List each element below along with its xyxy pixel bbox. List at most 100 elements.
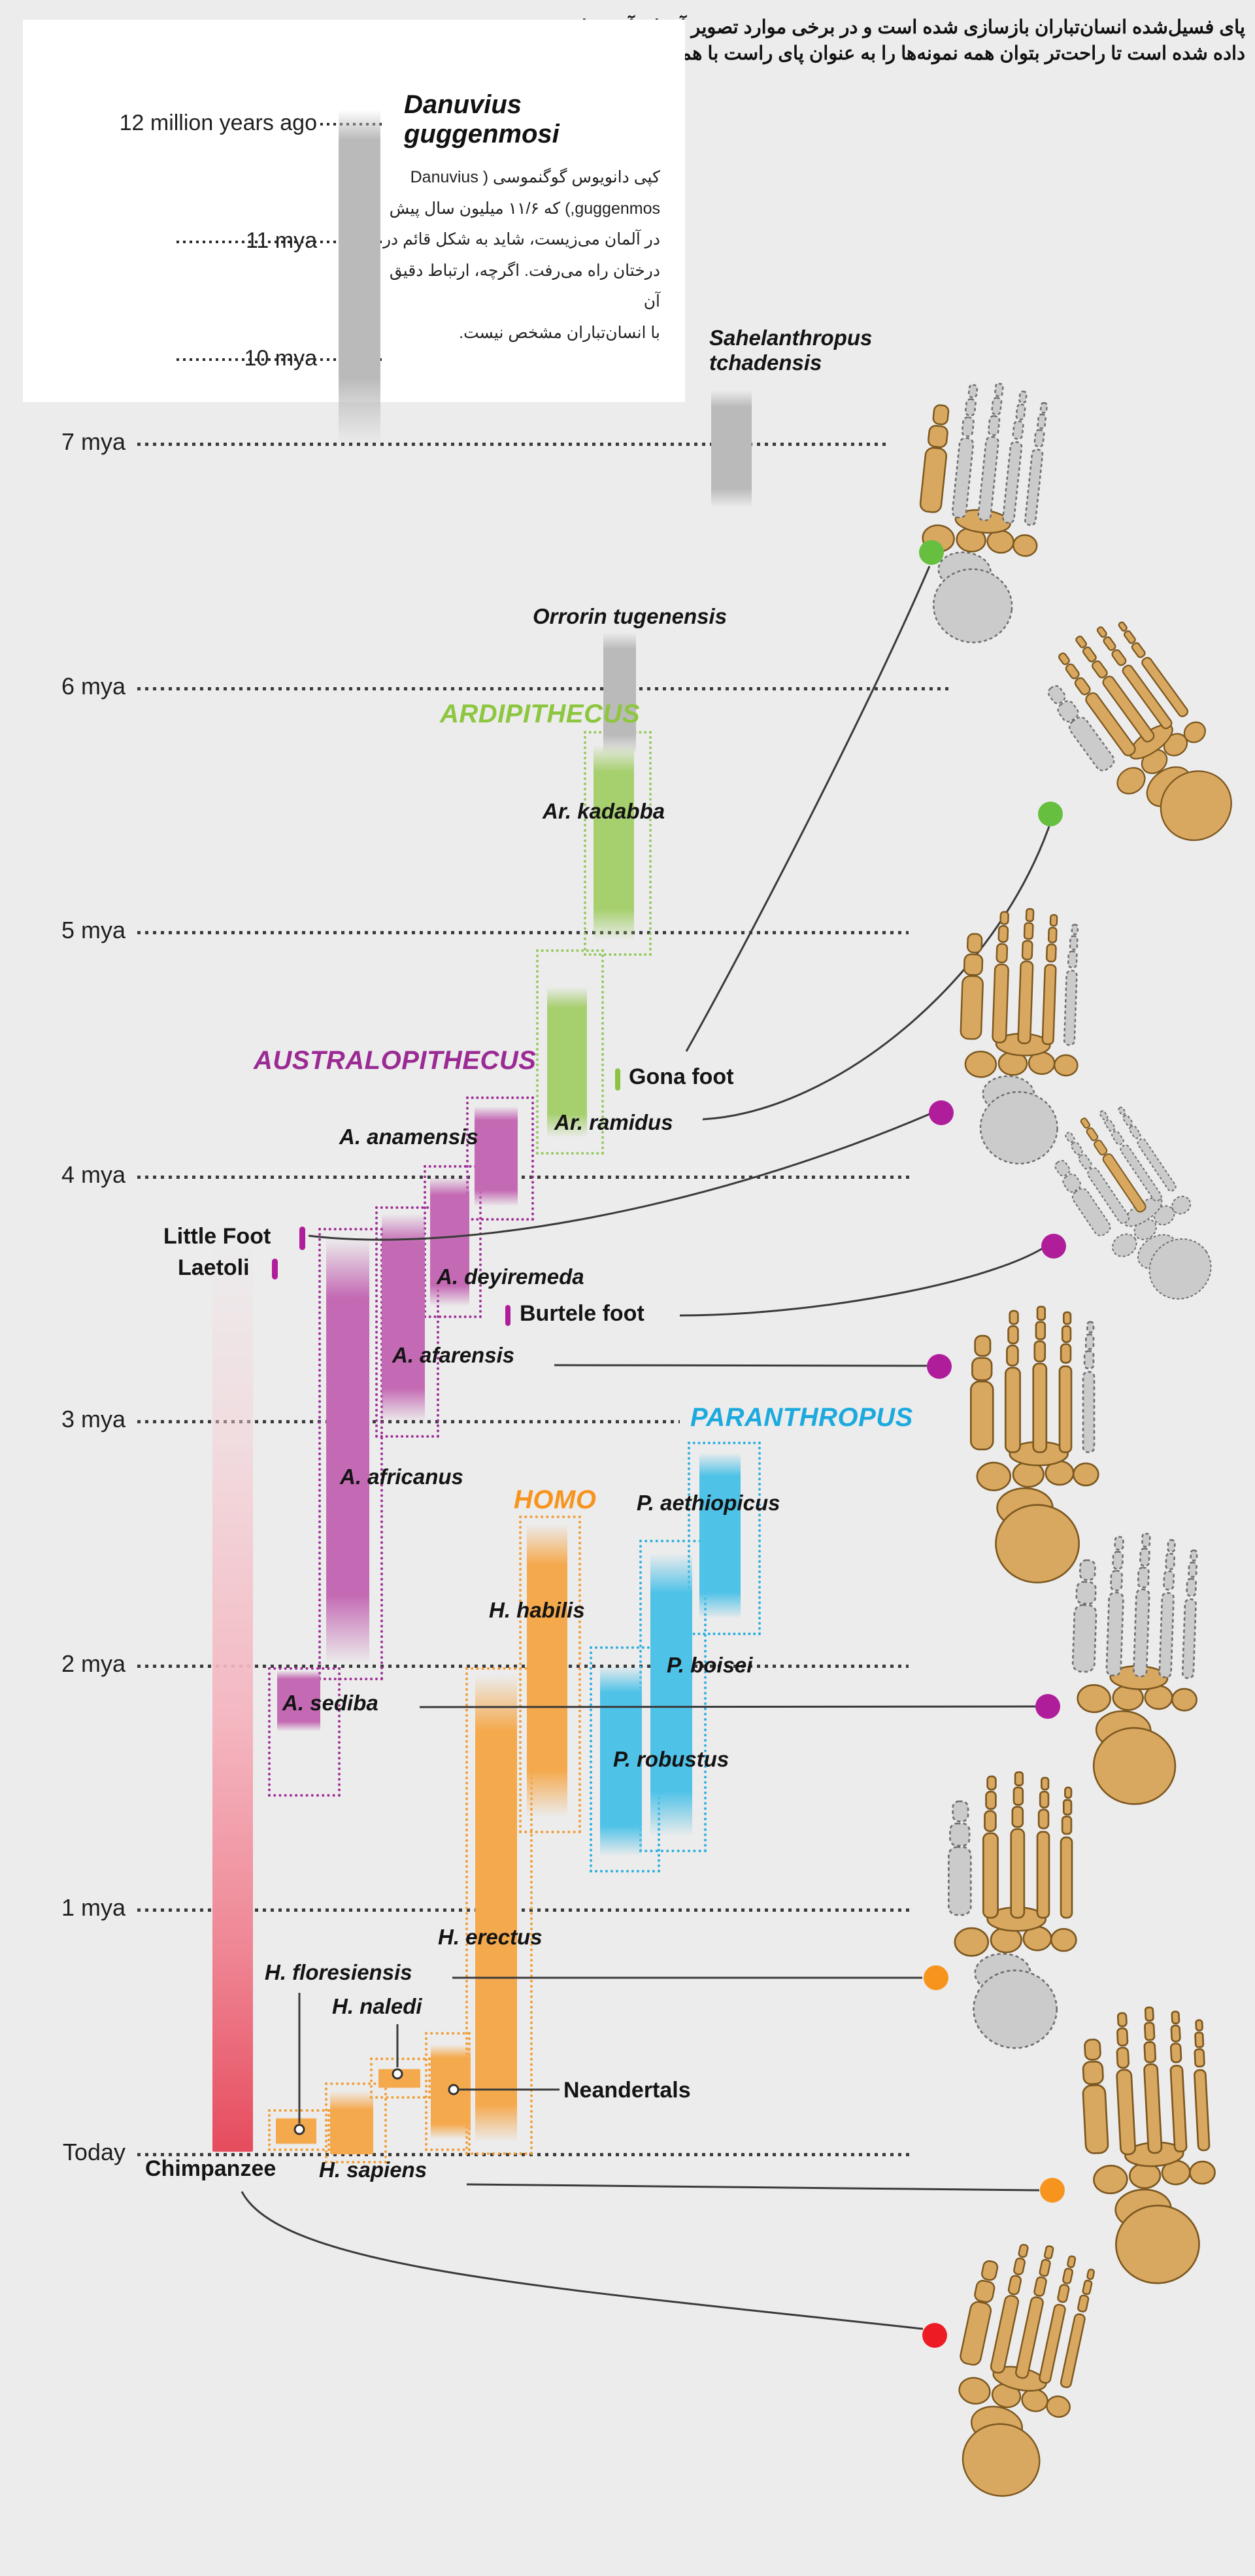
foot-dot-d1	[919, 540, 944, 565]
timeline-gridline	[137, 1176, 910, 1179]
fossil-site-tick-littlefoot	[299, 1227, 305, 1250]
label-connector-line	[308, 1113, 930, 1241]
foot-dot-d7	[924, 1965, 948, 1990]
label-connector-line	[685, 566, 931, 1052]
timeline-gridline	[137, 443, 889, 446]
foot-dot-d6	[1035, 1694, 1060, 1719]
foot-skeleton-illustration-f8	[1082, 2007, 1216, 2284]
species-label-floresiensis: H. floresiensis	[265, 1960, 412, 1984]
genus-label-ardipithecus: ARDIPITHECUS	[440, 700, 641, 728]
species-range-outline-naledi	[370, 2058, 431, 2099]
foot-dot-d8	[1040, 2178, 1065, 2203]
species-label-laetoli: Laetoli	[178, 1255, 250, 1280]
label-connector-line	[554, 1364, 928, 1367]
danuvius-range-bar	[339, 110, 380, 445]
inset-tick-label: 12 million years ago	[119, 110, 317, 135]
fossil-site-tick-gona	[615, 1068, 620, 1091]
inset-description-line: guggenmos,) که ۱۱/۶ میلیون سال پیش	[389, 199, 660, 218]
species-label-aethiopicus: P. aethiopicus	[637, 1491, 780, 1515]
foot-dot-d4	[1041, 1234, 1066, 1259]
foot-skeleton-illustration-f4	[1054, 1106, 1212, 1300]
species-label-robustus: P. robustus	[613, 1747, 729, 1771]
foot-skeleton-illustration-f6	[1071, 1533, 1198, 1805]
foot-skeleton-illustration-f7	[947, 1771, 1077, 2049]
species-label-sediba: A. sediba	[282, 1691, 378, 1715]
species-label-littlefoot: Little Foot	[163, 1224, 271, 1249]
species-label-deyiremeda: A. deyiremeda	[437, 1264, 584, 1289]
foot-dot-d5	[927, 1354, 952, 1379]
species-label-afarensis: A. afarensis	[392, 1343, 515, 1367]
foot-skeleton-illustration-f1	[919, 382, 1048, 643]
species-label-ramidus: Ar. ramidus	[554, 1110, 673, 1134]
caption-line-2: داده شده است تا راحت‌تر بتوان همه نمونه‌…	[578, 43, 1245, 65]
species-range-bar-orrorin	[603, 632, 636, 754]
species-range-bar-habilis	[527, 1523, 567, 1818]
leader-pin-circle	[392, 2068, 403, 2080]
species-label-anamensis: A. anamensis	[339, 1125, 478, 1149]
species-range-outline-afarensis	[375, 1206, 439, 1438]
species-range-bar-sediba	[277, 1670, 320, 1732]
species-label-orrorin: Orrorin tugenensis	[533, 604, 728, 628]
timeline-tick-label: 7 mya	[61, 428, 126, 455]
species-range-bar-boisei	[650, 1553, 692, 1837]
species-label-africanus: A. africanus	[340, 1465, 463, 1489]
species-range-outline-habilis	[519, 1516, 581, 1833]
foot-skeleton-illustrations	[919, 382, 1232, 2497]
species-range-bar-aethiopicus	[699, 1453, 741, 1619]
species-range-outline-deyiremeda	[424, 1165, 482, 1318]
species-range-bar-kadabba	[594, 744, 634, 940]
inset-title: Danuvius guggenmosi	[404, 90, 560, 148]
genus-label-paranthropus: PARANTHROPUS	[690, 1403, 913, 1432]
species-label-habilis: H. habilis	[489, 1598, 585, 1622]
species-label-burtele: Burtele foot	[520, 1301, 644, 1326]
fossil-site-tick-laetoli	[272, 1259, 278, 1280]
inset-description-line: در آلمان می‌زیست، شاید به شکل قائم در	[382, 230, 660, 248]
species-range-bar-africanus	[326, 1238, 369, 1663]
species-range-bar-ramidus	[547, 986, 587, 1138]
species-range-bar-robustus	[600, 1665, 642, 1856]
species-range-bar-afarensis	[382, 1213, 425, 1421]
species-range-bar-chimpanzee	[212, 1240, 253, 2152]
species-range-bar-sahelanthropus	[711, 390, 752, 508]
species-label-sahelanthropus: Sahelanthropus tchadensis	[709, 326, 873, 375]
species-range-outline-anamensis	[466, 1096, 534, 1221]
species-label-gona: Gona foot	[629, 1064, 734, 1089]
timeline-tick-label: 5 mya	[61, 917, 126, 944]
foot-marker-dots	[919, 540, 1066, 2348]
species-range-outline-aethiopicus	[688, 1442, 761, 1635]
species-range-bar-anamensis	[475, 1106, 518, 1206]
species-label-naledi: H. naledi	[332, 1994, 422, 2018]
species-range-outline-ramidus	[536, 949, 604, 1155]
label-connector-line	[679, 1247, 1043, 1317]
inset-description-line: درختان راه می‌رفت. اگرچه، ارتباط دقیق آن	[389, 261, 660, 311]
label-connector-line	[241, 2191, 924, 2330]
label-connector-line	[466, 2183, 1040, 2192]
timeline-tick-label: 6 mya	[61, 672, 126, 700]
label-connector-line	[702, 826, 1050, 1121]
species-range-bar-sapiens	[330, 2090, 373, 2154]
timeline-tick-label: 2 mya	[61, 1650, 126, 1677]
species-range-bar-deyiremeda	[430, 1177, 469, 1307]
species-label-neandertals: Neandertals	[563, 2078, 691, 2103]
foot-skeleton-illustration-f5	[969, 1306, 1099, 1584]
leader-pin-circle	[293, 2124, 305, 2135]
species-range-outline-erectus	[465, 1667, 533, 2155]
foot-dot-d2	[1038, 802, 1063, 826]
species-label-erectus: H. erectus	[438, 1925, 543, 1949]
timeline-gridline	[137, 686, 951, 690]
inset-gridline	[176, 241, 382, 243]
genus-label-australopithecus: AUSTRALOPITHECUS	[254, 1046, 537, 1075]
foot-dot-d9	[922, 2323, 947, 2348]
foot-skeleton-illustration-f3	[960, 907, 1079, 1165]
fossil-site-tick-burtele	[505, 1305, 510, 1326]
inset-description-line: با انسان‌تباران مشخص نیست.	[459, 323, 660, 342]
connector-curves	[241, 566, 1050, 2330]
label-connector-line	[419, 1705, 1036, 1708]
inset-gridline	[176, 358, 382, 361]
foot-skeleton-illustration-f2	[1047, 621, 1232, 841]
species-range-bar-erectus	[475, 1675, 517, 2143]
